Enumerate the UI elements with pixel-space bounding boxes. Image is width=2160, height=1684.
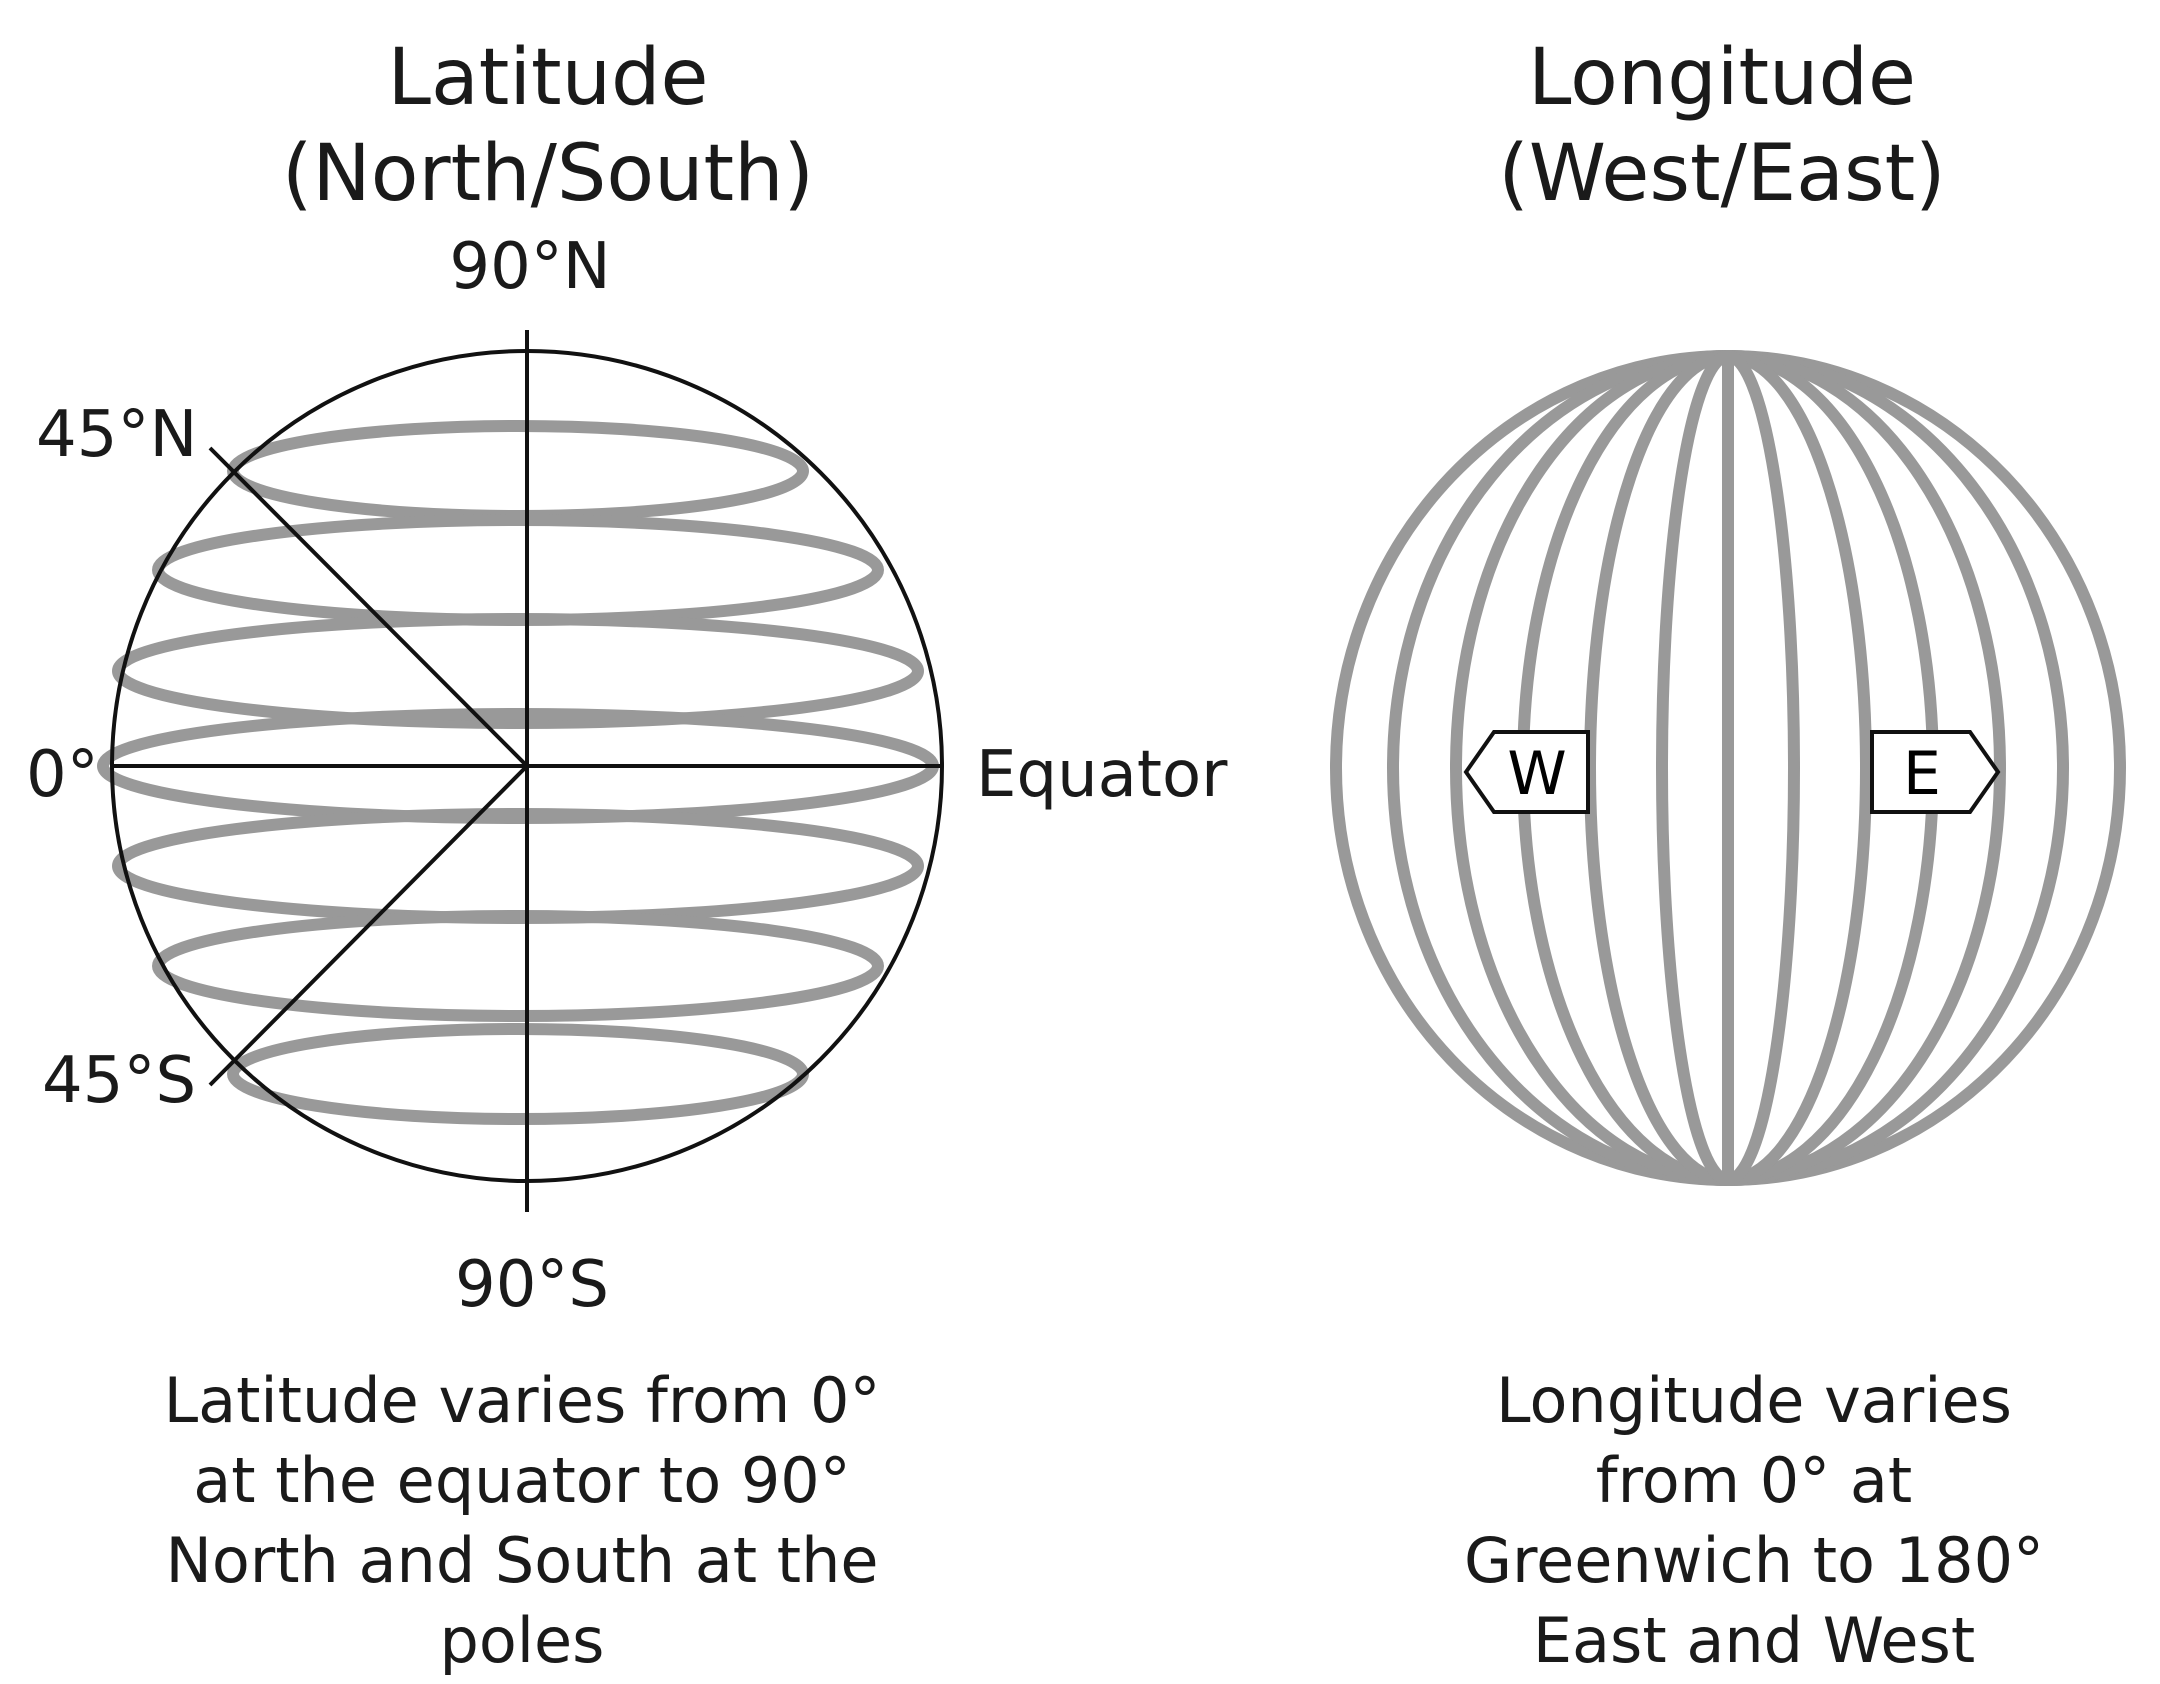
longitude-caption-line: Longitude varies — [1496, 1364, 2012, 1437]
longitude-meridians — [1330, 350, 2126, 1186]
west-marker: W — [1463, 730, 1590, 814]
latitude-ring — [227, 1023, 809, 1125]
label-45s: 45°S — [42, 1044, 196, 1118]
latitude-ring — [152, 910, 884, 1022]
longitude-caption-line: Greenwich to 180° — [1464, 1524, 2044, 1597]
west-marker-label: W — [1507, 739, 1566, 809]
label-90n: 90°N — [449, 230, 610, 304]
latitude-title-line1: Latitude — [387, 33, 708, 123]
longitude-title-line2: (West/East) — [1498, 129, 1945, 219]
east-arrow-badge — [1870, 730, 2001, 814]
latitude-caption: Latitude varies from 0° at the equator t… — [164, 1364, 881, 1677]
label-90s: 90°S — [455, 1248, 609, 1322]
angle-45s-line — [208, 764, 529, 1087]
east-marker-label: E — [1903, 739, 1941, 809]
longitude-title-line1: Longitude — [1528, 33, 1916, 123]
latitude-ring — [112, 613, 924, 729]
longitude-panel: Longitude (West/East) W E Longitude vari… — [1330, 33, 2126, 1677]
longitude-caption: Longitude varies from 0° at Greenwich to… — [1464, 1364, 2044, 1677]
latitude-title-line2: (North/South) — [282, 129, 814, 219]
east-marker: E — [1870, 730, 2001, 814]
label-45n: 45°N — [36, 398, 197, 472]
latitude-caption-line: at the equator to 90° — [193, 1444, 851, 1517]
latitude-caption-line: poles — [440, 1604, 605, 1677]
longitude-caption-line: East and West — [1533, 1604, 1975, 1677]
latitude-caption-line: Latitude varies from 0° — [164, 1364, 881, 1437]
latitude-caption-line: North and South at the — [165, 1524, 878, 1597]
longitude-caption-line: from 0° at — [1596, 1444, 1912, 1517]
label-0-degrees: 0° — [26, 738, 99, 812]
west-arrow-badge — [1463, 730, 1590, 814]
latitude-ring — [227, 420, 809, 522]
latitude-panel: Latitude (North/South) 90°N 45°N 0° Equa… — [26, 33, 1228, 1677]
label-equator: Equator — [976, 738, 1228, 812]
angle-45n-line — [208, 446, 529, 768]
latitude-ring — [112, 808, 924, 924]
latitude-ring — [152, 514, 884, 626]
